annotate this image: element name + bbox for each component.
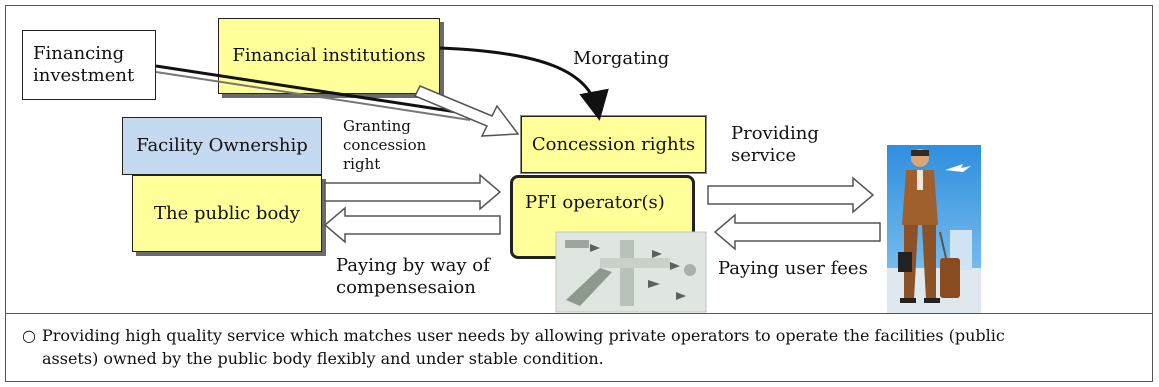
concession-rights-box: Concession rights (521, 116, 706, 173)
financing-line (155, 64, 471, 121)
traveler-illustration (887, 145, 981, 313)
granting-block-arrow (324, 173, 502, 211)
note-bullet: ○ (22, 326, 36, 345)
note-text-1: Providing high quality service which mat… (42, 326, 1005, 345)
granting-line-2: concession (343, 135, 427, 154)
diagram-frame (5, 5, 1153, 382)
paying-compensation-label: Paying by way of compensesaion (336, 255, 490, 299)
providing-service-label: Providing service (731, 123, 819, 167)
public-body-label: The public body (154, 202, 300, 224)
investment-block-arrow (413, 85, 520, 137)
public-body-box: The public body (132, 175, 322, 252)
service-block-arrow (707, 176, 875, 214)
note-text-2: assets) owned by the public body flexibl… (42, 349, 604, 369)
note-divider (5, 313, 1153, 314)
airport-illustration (555, 231, 707, 313)
facility-ownership-box: Facility Ownership (122, 117, 322, 175)
paying-comp-line-1: Paying by way of (336, 255, 490, 276)
granting-line-1: Granting (343, 117, 411, 135)
compensation-block-arrow (323, 206, 501, 244)
paying-comp-line-2: compensesaion (336, 276, 476, 298)
note-line-1: ○ Providing high quality service which ma… (22, 324, 1142, 347)
facility-ownership-label: Facility Ownership (136, 135, 308, 157)
pfi-operator-box: PFI operator(s) (510, 175, 695, 259)
providing-line-1: Providing (731, 123, 819, 144)
concession-rights-label: Concession rights (531, 133, 696, 155)
paying-user-fees-label: Paying user fees (718, 258, 868, 279)
morgating-label: Morgating (573, 48, 670, 69)
financing-investment-box: Financing investment (22, 30, 156, 100)
providing-line-2: service (731, 144, 797, 166)
note-line-2: assets) owned by the public body flexibl… (22, 347, 1142, 370)
summary-note: ○ Providing high quality service which ma… (22, 324, 1142, 370)
granting-line-3: right (343, 154, 381, 173)
granting-label: Granting concession right (343, 117, 426, 173)
morgating-arrow (439, 46, 609, 121)
financial-institutions-label: Financial institutions (232, 45, 426, 67)
fees-block-arrow (713, 213, 881, 251)
pfi-operator-label: PFI operator(s) (525, 192, 665, 213)
financing-investment-label: Financing investment (33, 43, 135, 86)
